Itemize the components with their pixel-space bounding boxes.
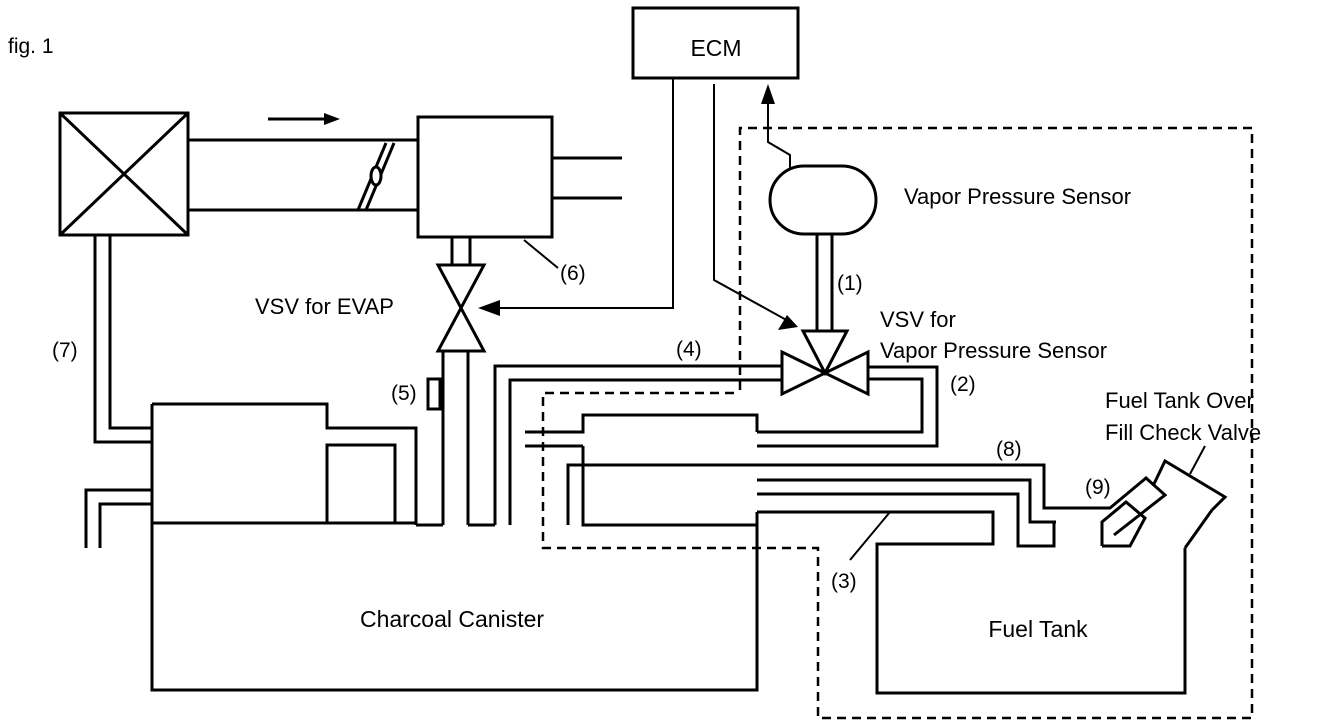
sensor-to-ecm-signal xyxy=(761,84,791,170)
intake-duct xyxy=(188,138,418,212)
pipe-3 xyxy=(757,492,1056,548)
vsv-evap-label: VSV for EVAP xyxy=(255,294,394,319)
ecm-to-vsv-vps-signal xyxy=(713,84,798,330)
fuel-tank-label: Fuel Tank xyxy=(988,616,1088,642)
charcoal-canister-label: Charcoal Canister xyxy=(360,606,544,632)
callout-7: (7) xyxy=(52,339,78,362)
vsv-vps-valve xyxy=(780,329,870,397)
callout-9: (9) xyxy=(1085,476,1111,499)
pipe-4 xyxy=(493,364,782,525)
check-valve-label-line1: Fuel Tank Over xyxy=(1105,388,1254,413)
callout-2: (2) xyxy=(950,373,976,396)
callout-5: (5) xyxy=(391,382,417,405)
fill-check-valve xyxy=(1056,445,1228,549)
leader-lines xyxy=(523,239,891,561)
vsv-evap-valve xyxy=(435,237,487,353)
callout-1: (1) xyxy=(837,272,863,295)
figure-label: fig. 1 xyxy=(8,35,54,58)
check-valve-label-line2: Fill Check Valve xyxy=(1105,420,1261,445)
airflow-arrow-icon xyxy=(268,113,340,125)
callout-4: (4) xyxy=(676,338,702,361)
vsv-vps-label-line2: Vapor Pressure Sensor xyxy=(880,338,1107,363)
air-cleaner xyxy=(58,111,190,237)
ecm-label: ECM xyxy=(690,35,741,61)
charcoal-canister: Charcoal Canister xyxy=(150,402,759,692)
fuel-tank: Fuel Tank xyxy=(757,510,1187,695)
ecm-to-vsv-evap-signal xyxy=(478,78,674,316)
callout-3: (3) xyxy=(831,570,857,593)
vsv-vps-label-line1: VSV for xyxy=(880,307,956,332)
component-5 xyxy=(426,377,442,411)
callout-8: (8) xyxy=(996,438,1022,461)
callout-6: (6) xyxy=(560,262,586,285)
vapor-pressure-sensor xyxy=(768,164,878,340)
ecm-box: ECM xyxy=(631,6,800,80)
pipe-2 xyxy=(757,365,939,448)
pipe-7 xyxy=(84,235,152,548)
tank-connector xyxy=(525,413,759,527)
vapor-pressure-sensor-label: Vapor Pressure Sensor xyxy=(904,184,1131,209)
pipe-8 xyxy=(757,463,1056,524)
purge-pipe xyxy=(441,351,470,525)
intake-manifold xyxy=(416,115,622,239)
